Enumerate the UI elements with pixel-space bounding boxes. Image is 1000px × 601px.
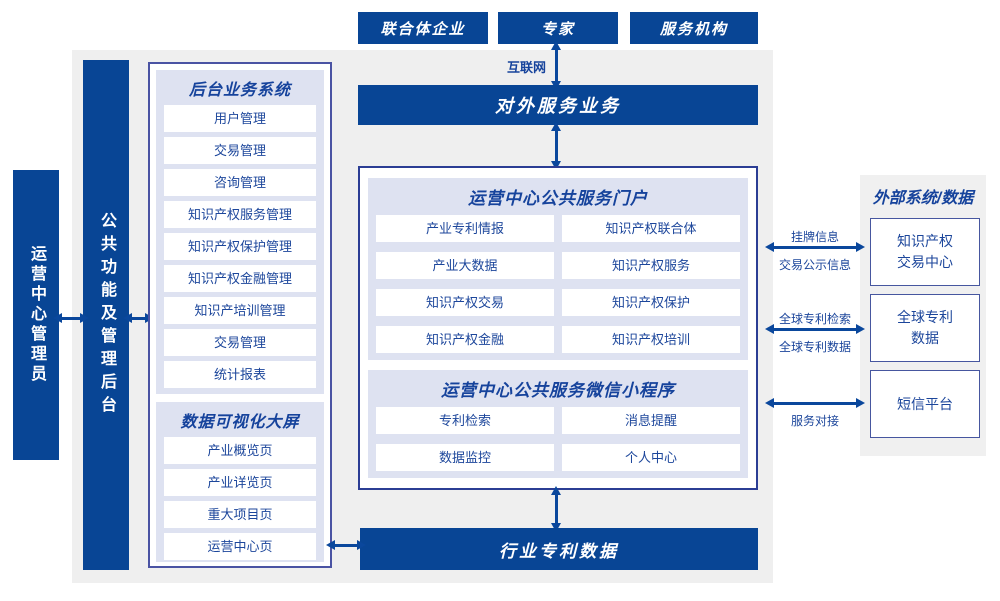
portal-item: 知识产权联合体 xyxy=(562,215,740,242)
actor-consortium-enterprise: 联合体企业 xyxy=(358,12,488,44)
backend-business-panel: 后台业务系统 用户管理 交易管理 咨询管理 知识产权服务管理 知识产权保护管理 … xyxy=(156,70,324,394)
arrow-leftframe-industry-icon xyxy=(326,539,366,550)
link-label-trade-publicity-info: 交易公示信息 xyxy=(778,258,851,272)
external-system-ip-trading-center: 知识产权 交易中心 xyxy=(870,218,980,286)
external-service-bar: 对外服务业务 xyxy=(358,85,758,125)
arrow-admin-backend-icon xyxy=(53,312,89,323)
arrow-internet-icon xyxy=(550,41,561,90)
actor-expert: 专家 xyxy=(498,12,618,44)
dashboard-item: 产业详览页 xyxy=(164,469,316,496)
internet-label: 互联网 xyxy=(506,60,546,75)
link-label-global-patent-data: 全球专利数据 xyxy=(778,340,851,354)
backend-panel-title: 后台业务系统 xyxy=(188,82,291,99)
backend-item: 知识产权保护管理 xyxy=(164,233,316,260)
arrow-backend-leftframe-icon xyxy=(123,312,154,323)
portal-item: 产业专利情报 xyxy=(376,215,554,242)
link-label-listing-info: 挂牌信息 xyxy=(790,230,839,244)
link-label-global-patent-search: 全球专利检索 xyxy=(778,312,851,326)
portal-item: 知识产权培训 xyxy=(562,326,740,353)
miniapp-title: 运营中心公共服务微信小程序 xyxy=(441,381,675,400)
rail-operations-admin: 运营中心管理员 xyxy=(13,170,59,460)
backend-item: 统计报表 xyxy=(164,361,316,388)
portal-item: 知识产权保护 xyxy=(562,289,740,316)
industry-patent-data-bar: 行业专利数据 xyxy=(360,528,758,570)
miniapp-item: 个人中心 xyxy=(562,444,740,471)
actor-service-agency: 服务机构 xyxy=(630,12,758,44)
rail-public-functions-backend: 公共功能及管理后台 xyxy=(83,60,129,570)
backend-item: 交易管理 xyxy=(164,137,316,164)
backend-item: 交易管理 xyxy=(164,329,316,356)
wechat-miniapp-section: 运营中心公共服务微信小程序 专利检索 消息提醒 数据监控 个人中心 xyxy=(368,370,748,478)
dashboard-panel-title: 数据可视化大屏 xyxy=(180,414,300,431)
arrow-sms-platform-icon xyxy=(765,397,865,408)
public-service-portal-section: 运营中心公共服务门户 产业专利情报 知识产权联合体 产业大数据 知识产权服务 知… xyxy=(368,178,748,360)
portal-item: 知识产权服务 xyxy=(562,252,740,279)
external-system-sms-platform: 短信平台 xyxy=(870,370,980,438)
external-panel-title: 外部系统/数据 xyxy=(872,190,974,207)
external-system-global-patent-data: 全球专利 数据 xyxy=(870,294,980,362)
portal-item: 知识产权交易 xyxy=(376,289,554,316)
dashboard-item: 产业概览页 xyxy=(164,437,316,464)
dashboard-item: 运营中心页 xyxy=(164,533,316,560)
portal-item: 知识产权金融 xyxy=(376,326,554,353)
link-label-service-docking: 服务对接 xyxy=(790,414,839,428)
backend-item: 用户管理 xyxy=(164,105,316,132)
data-visualization-panel: 数据可视化大屏 产业概览页 产业详览页 重大项目页 运营中心页 xyxy=(156,402,324,562)
arrow-global-patent-icon xyxy=(765,323,865,334)
portal-title: 运营中心公共服务门户 xyxy=(468,189,648,208)
miniapp-item: 数据监控 xyxy=(376,444,554,471)
arrow-trading-center-icon xyxy=(765,241,865,252)
backend-item: 知识产权服务管理 xyxy=(164,201,316,228)
miniapp-item: 专利检索 xyxy=(376,407,554,434)
dashboard-item: 重大项目页 xyxy=(164,501,316,528)
backend-item: 咨询管理 xyxy=(164,169,316,196)
arrow-bar-to-portal-icon xyxy=(550,122,561,170)
backend-item: 知识产培训管理 xyxy=(164,297,316,324)
backend-item: 知识产权金融管理 xyxy=(164,265,316,292)
portal-item: 产业大数据 xyxy=(376,252,554,279)
miniapp-item: 消息提醒 xyxy=(562,407,740,434)
arrow-portal-to-industry-icon xyxy=(550,486,561,532)
